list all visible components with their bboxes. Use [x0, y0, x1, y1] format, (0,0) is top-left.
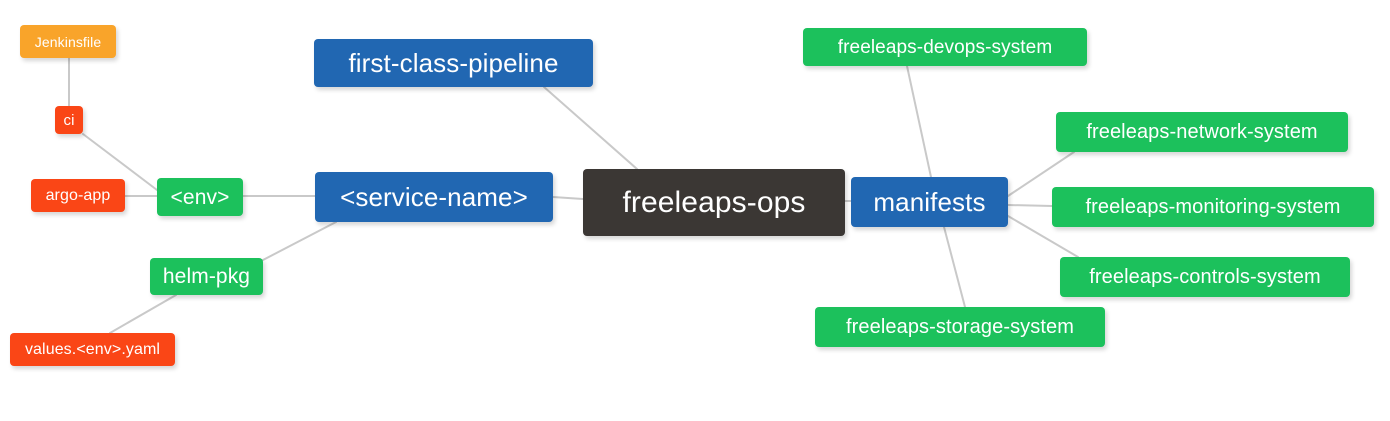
- node-freeleaps-network-system[interactable]: freeleaps-network-system: [1056, 112, 1348, 152]
- node-label: first-class-pipeline: [348, 48, 559, 78]
- node-label: freeleaps-ops: [622, 185, 806, 219]
- node-label: values.<env>.yaml: [24, 340, 161, 358]
- node-label: <service-name>: [340, 182, 528, 212]
- node-jenkinsfile[interactable]: Jenkinsfile: [20, 25, 116, 58]
- node-label: freeleaps-storage-system: [845, 316, 1075, 338]
- node-ci[interactable]: ci: [55, 106, 83, 134]
- node-root[interactable]: freeleaps-ops: [583, 169, 845, 236]
- edge-helm-pkg-to-values-env-yaml: [109, 294, 177, 334]
- edge-first-class-pipeline-to-root: [543, 86, 638, 170]
- edge-manifests-to-freeleaps-devops-system: [906, 65, 932, 178]
- node-label: helm-pkg: [162, 265, 251, 288]
- node-values-env-yaml[interactable]: values.<env>.yaml: [10, 333, 175, 366]
- node-label: Jenkinsfile: [34, 33, 102, 50]
- node-label: ci: [63, 111, 75, 129]
- node-first-class-pipeline[interactable]: first-class-pipeline: [314, 39, 593, 87]
- node-label: freeleaps-network-system: [1086, 121, 1318, 143]
- node-freeleaps-devops-system[interactable]: freeleaps-devops-system: [803, 28, 1087, 66]
- node-label: manifests: [873, 187, 986, 217]
- node-freeleaps-storage-system[interactable]: freeleaps-storage-system: [815, 307, 1105, 347]
- node-label: freeleaps-controls-system: [1089, 266, 1321, 288]
- edge-manifests-to-freeleaps-monitoring-system: [1007, 204, 1053, 207]
- node-label: freeleaps-monitoring-system: [1085, 196, 1341, 218]
- node-label: freeleaps-devops-system: [837, 36, 1053, 58]
- node-manifests[interactable]: manifests: [851, 177, 1008, 227]
- node-argo-app[interactable]: argo-app: [31, 179, 125, 212]
- node-label: argo-app: [45, 186, 111, 204]
- node-freeleaps-monitoring-system[interactable]: freeleaps-monitoring-system: [1052, 187, 1374, 227]
- node-freeleaps-controls-system[interactable]: freeleaps-controls-system: [1060, 257, 1350, 297]
- node-env[interactable]: <env>: [157, 178, 243, 216]
- edge-service-name-to-helm-pkg: [262, 221, 337, 261]
- edge-manifests-to-freeleaps-storage-system: [943, 226, 966, 308]
- edge-service-name-to-root: [552, 196, 584, 200]
- node-helm-pkg[interactable]: helm-pkg: [150, 258, 263, 295]
- node-label: <env>: [170, 185, 230, 209]
- node-service-name[interactable]: <service-name>: [315, 172, 553, 222]
